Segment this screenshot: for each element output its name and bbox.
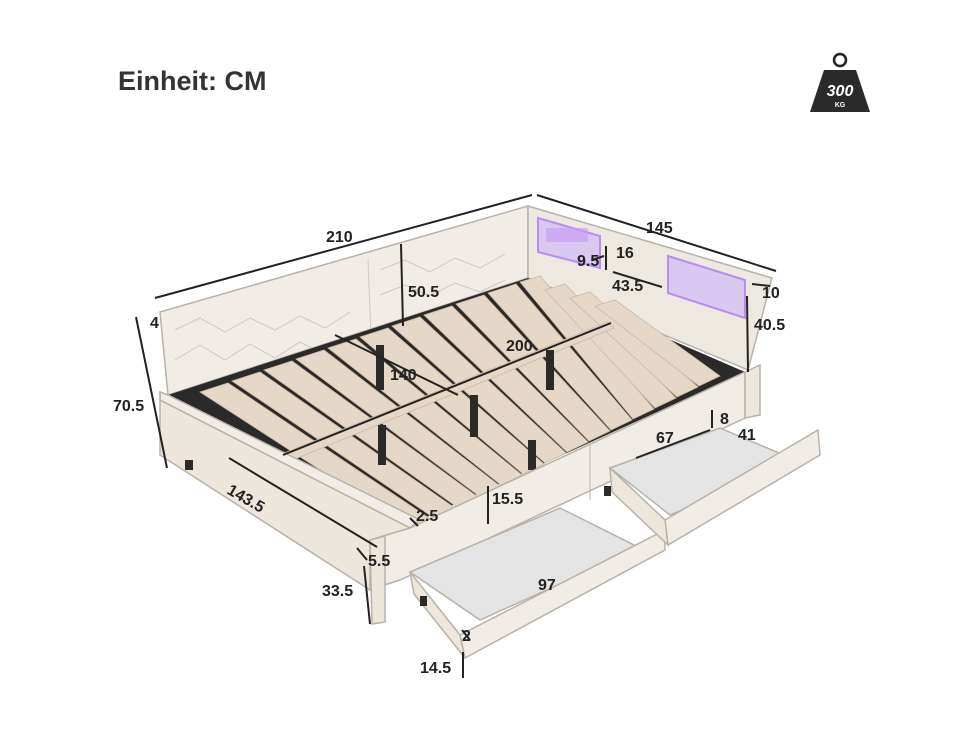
dim-total-height: 70.5 [113, 398, 144, 415]
front-leg [369, 535, 386, 625]
drawer-1-side [409, 571, 466, 659]
weight-unit: KG [835, 102, 846, 109]
dim-rail-thickness: 2.5 [416, 508, 438, 525]
led-shelf-right [667, 254, 746, 320]
dim-shelf-width: 43.5 [612, 278, 643, 295]
dimension-lines [135, 194, 777, 678]
dim-drawer-wall: 2 [462, 628, 471, 645]
dim-side-thickness: 10 [762, 285, 780, 302]
dim-rail-height: 15.5 [492, 491, 523, 508]
led-glow [546, 228, 588, 242]
dim-mattress-length: 200 [506, 338, 533, 355]
dim-shelf-height: 16 [616, 245, 634, 262]
unit-title: Einheit: CM [118, 66, 267, 96]
dim-leg-height: 33.5 [322, 583, 353, 600]
dim-drawer-length: 97 [538, 577, 556, 594]
dim-drawer-depth: 41 [738, 427, 756, 444]
dim-drawer-height: 14.5 [420, 660, 451, 677]
dim-mattress-width: 140 [390, 367, 417, 384]
drawer-1-wheel [420, 596, 427, 606]
dim-drawer-front-depth: 67 [656, 430, 674, 447]
dim-overall-width: 145 [646, 220, 673, 237]
weight-icon: 300 KG [810, 52, 870, 112]
dim-side-height: 40.5 [754, 317, 785, 334]
drawer-2-wheel [604, 486, 611, 496]
dim-leg-width: 5.5 [368, 553, 390, 570]
dim-backrest-height: 50.5 [408, 284, 439, 301]
dim-drawer-front-thickness: 8 [720, 411, 729, 428]
back-leg-foot [185, 460, 193, 470]
dim-backrest-thickness: 4 [150, 315, 159, 332]
corner-post [744, 363, 761, 419]
weight-value: 300 [827, 83, 854, 100]
dim-overall-length: 210 [326, 229, 353, 246]
dim-shelf-depth: 9.5 [577, 253, 599, 270]
center-legs [376, 345, 554, 470]
drawer-2-side [609, 466, 669, 547]
